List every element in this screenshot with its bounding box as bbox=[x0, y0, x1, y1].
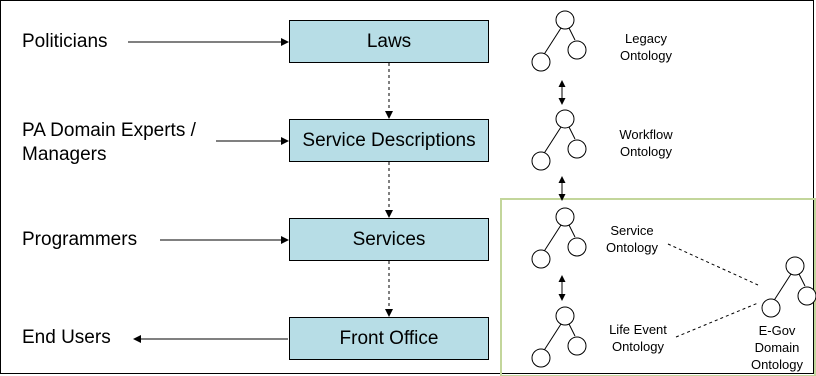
egov-ontology-label-line1: E-Gov bbox=[758, 323, 796, 338]
front-office-box: Front Office bbox=[289, 317, 489, 360]
service-ontology-label-line2: Ontology bbox=[605, 240, 659, 255]
end-users-label: End Users bbox=[22, 327, 111, 348]
programmers-label: Programmers bbox=[22, 229, 138, 250]
laws-box-label: Laws bbox=[366, 30, 412, 52]
service-egov-link bbox=[667, 243, 759, 286]
egov-ontology-label: E-Gov Domain Ontology bbox=[742, 322, 812, 373]
front-office-box-label: Front Office bbox=[339, 327, 439, 349]
service-descriptions-box: Service Descriptions bbox=[289, 119, 489, 162]
service-ontology-label-line1: Service bbox=[610, 223, 654, 238]
pa-experts-label-line2: Managers bbox=[22, 144, 107, 165]
highlight-region bbox=[500, 198, 816, 376]
egov-ontology-icon bbox=[761, 256, 816, 318]
workflow-ontology-icon bbox=[531, 109, 587, 171]
workflow-ontology-label-line1: Workflow bbox=[619, 127, 673, 142]
pa-experts-label-line1: PA Domain Experts / bbox=[22, 120, 196, 141]
legacy-ontology-label-line1: Legacy bbox=[625, 31, 667, 46]
egov-ontology-label-line3: Ontology bbox=[750, 357, 804, 372]
workflow-ontology-label: Workflow Ontology bbox=[604, 126, 688, 160]
lifeevent-egov-link bbox=[675, 302, 759, 338]
politicians-label: Politicians bbox=[22, 31, 108, 52]
lifeevent-ontology-label-line2: Ontology bbox=[611, 339, 665, 354]
legacy-ontology-label-line2: Ontology bbox=[619, 48, 673, 63]
laws-box: Laws bbox=[289, 20, 489, 63]
life-event-ontology-icon bbox=[531, 306, 587, 368]
lifeevent-ontology-label: Life Event Ontology bbox=[596, 321, 680, 355]
legacy-ontology-label: Legacy Ontology bbox=[604, 30, 688, 64]
egov-ontology-label-line2: Domain bbox=[754, 340, 800, 355]
legacy-ontology-icon bbox=[531, 10, 587, 72]
lifeevent-ontology-label-line1: Life Event bbox=[609, 322, 667, 337]
service-descriptions-box-label: Service Descriptions bbox=[302, 129, 476, 151]
services-box: Services bbox=[289, 218, 489, 261]
service-ontology-label: Service Ontology bbox=[590, 222, 674, 256]
services-box-label: Services bbox=[352, 228, 426, 250]
service-ontology-icon bbox=[531, 207, 587, 269]
workflow-ontology-label-line2: Ontology bbox=[619, 144, 673, 159]
